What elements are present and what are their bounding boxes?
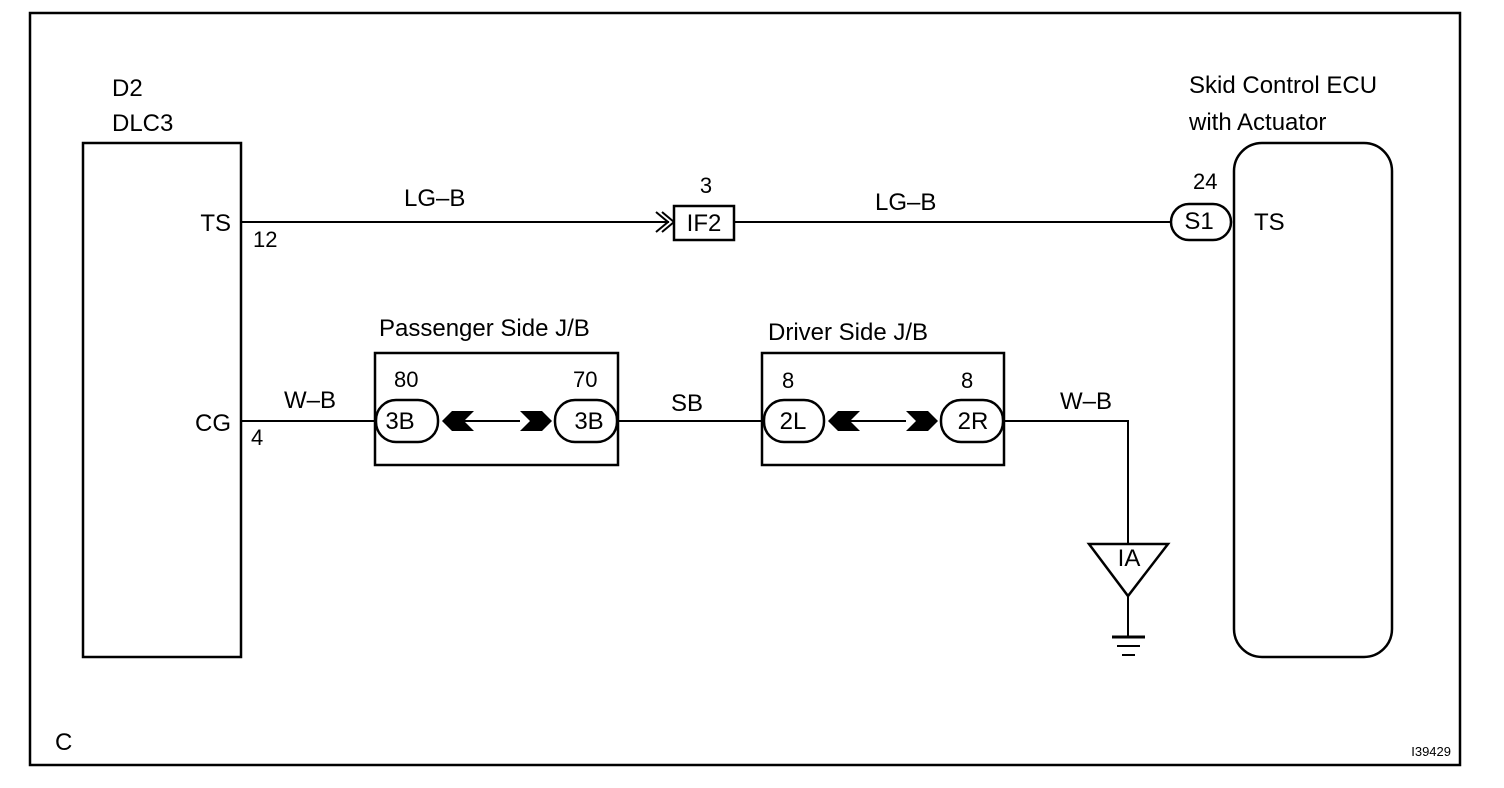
driver-jb-right-arrow-icon [906, 411, 938, 431]
dlc3-name: DLC3 [112, 110, 173, 137]
driver-jb-right-connector-label: 2R [958, 408, 989, 435]
figure-id: I39429 [1411, 744, 1451, 759]
connector-if2 [672, 204, 736, 242]
dlc3-terminal-cg: CG [195, 410, 231, 437]
dlc3-code: D2 [112, 75, 143, 102]
ecu-pin: 24 [1193, 169, 1217, 194]
passenger-jb-left-connector [374, 398, 440, 444]
passenger-jb-left-pin: 80 [394, 367, 418, 392]
ecu-name-line2: with Actuator [1188, 109, 1326, 136]
connector-s1-label: S1 [1184, 208, 1213, 235]
corner-label: C [55, 729, 72, 756]
connector-if2-label: IF2 [687, 210, 722, 237]
passenger-jb-right-connector-label: 3B [574, 408, 603, 435]
jb-link-color: SB [671, 390, 703, 417]
ts-wire-left-color: LG–B [404, 185, 465, 212]
dlc3-pin-cg: 4 [251, 425, 263, 450]
driver-jb-left-arrow-icon [828, 411, 860, 431]
passenger-jb-right-pin: 70 [573, 367, 597, 392]
passenger-jb-left-connector-label: 3B [385, 408, 414, 435]
ts-wire-right-color: LG–B [875, 189, 936, 216]
driver-jb-left-pin: 8 [782, 368, 794, 393]
driver-jb-title: Driver Side J/B [768, 319, 928, 346]
ground-point-ia [1086, 542, 1171, 599]
skid-control-ecu-block [1232, 141, 1394, 659]
ground-wire [1003, 420, 1129, 544]
ground-symbol-icon [1112, 635, 1145, 656]
driver-jb-right-pin: 8 [961, 368, 973, 393]
ecu-terminal-ts: TS [1254, 209, 1285, 236]
dlc3-terminal-ts: TS [200, 210, 231, 237]
connector-s1 [1169, 202, 1233, 242]
driver-jb-left-connector-label: 2L [780, 408, 807, 435]
ecu-name-line1: Skid Control ECU [1189, 72, 1377, 99]
dlc3-pin-ts: 12 [253, 227, 277, 252]
ground-point-label: IA [1118, 545, 1141, 572]
passenger-jb-title: Passenger Side J/B [379, 315, 590, 342]
passenger-jb-left-arrow-icon [442, 411, 474, 431]
cg-wire-color: W–B [284, 387, 336, 414]
passenger-jb-right-arrow-icon [520, 411, 552, 431]
driver-jb-left-connector [762, 398, 826, 444]
outer-frame [28, 11, 1462, 767]
connector-if2-pin: 3 [700, 173, 712, 198]
dlc3-block [81, 141, 243, 659]
ground-wire-color: W–B [1060, 388, 1112, 415]
if2-chevron-outer [655, 211, 670, 233]
